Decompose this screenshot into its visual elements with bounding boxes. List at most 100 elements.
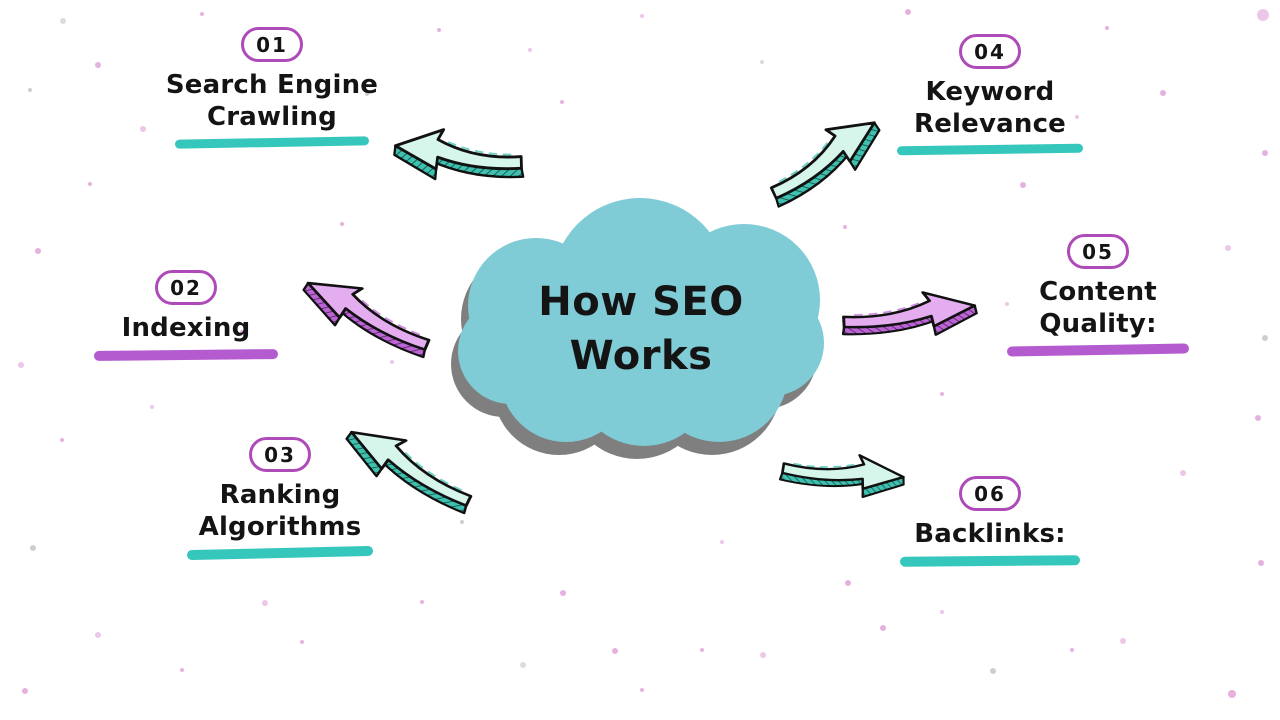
item-04-label-line: Relevance	[913, 108, 1067, 139]
decor-dot	[700, 648, 704, 652]
item-03-label-line: Ranking	[219, 480, 341, 510]
decor-dot	[940, 392, 944, 396]
decor-dot	[1225, 245, 1231, 251]
decor-dot	[1075, 115, 1079, 119]
decor-dot	[1228, 690, 1236, 698]
item-05: 05 Content Quality:	[984, 234, 1212, 358]
cloud-lobe	[650, 304, 788, 442]
decor-dot	[1262, 150, 1268, 156]
decor-dot	[1020, 182, 1026, 188]
item-05-underline	[1006, 343, 1190, 358]
decor-dot	[460, 520, 464, 524]
title-line-1: How SEO	[538, 279, 744, 325]
decor-dot	[22, 688, 28, 694]
decor-dot	[1160, 90, 1166, 96]
decor-dot	[200, 12, 204, 16]
curved-arrow-icon-item-06	[771, 405, 925, 524]
decor-dot	[150, 405, 154, 409]
decor-dot	[1070, 648, 1074, 652]
central-cloud: How SEO Works	[458, 198, 824, 446]
item-04: 04 Keyword Relevance	[878, 34, 1102, 156]
decor-dot	[1005, 302, 1009, 306]
item-01-number-badge: 01	[241, 27, 303, 62]
decor-dot	[300, 640, 304, 644]
decor-dot	[1262, 335, 1268, 341]
item-01-label: Search Engine Crawling	[166, 70, 378, 133]
item-02-number-badge: 02	[155, 270, 217, 305]
decor-dot	[1257, 9, 1269, 21]
decor-dot	[843, 225, 847, 229]
item-03-label: Ranking Algorithms	[199, 480, 362, 543]
item-03: 03 Ranking Algorithms	[166, 437, 394, 561]
decor-dot	[760, 60, 764, 64]
decor-dot	[140, 126, 146, 132]
decor-dot	[905, 9, 911, 15]
decor-dot	[340, 222, 344, 226]
decor-dot	[560, 590, 566, 596]
item-06-label: Backlinks:	[914, 519, 1066, 551]
item-05-label-line: Quality:	[1039, 308, 1157, 339]
decor-dot	[365, 92, 369, 96]
item-02-label: Indexing	[122, 313, 251, 345]
decor-dot	[30, 545, 36, 551]
curved-arrow-icon-item-05	[833, 254, 991, 356]
title-line-2: Works	[569, 333, 713, 379]
item-06-label-line: Backlinks:	[914, 519, 1066, 549]
decor-dot	[612, 648, 618, 654]
decor-dot	[760, 652, 766, 658]
decor-dot	[1105, 26, 1109, 30]
decor-dot	[1120, 638, 1126, 644]
decor-dot	[560, 100, 564, 104]
curved-arrow-icon-item-01	[377, 84, 533, 205]
decor-dot	[180, 668, 184, 672]
decor-dot	[1258, 560, 1264, 566]
item-01-label-line: Crawling	[206, 101, 337, 132]
decor-dot	[390, 360, 394, 364]
decor-dot	[640, 14, 644, 18]
item-04-number-badge: 04	[959, 34, 1021, 69]
item-01-label-line: Search Engine	[165, 70, 379, 100]
item-02-underline	[93, 348, 279, 361]
item-01-underline	[174, 136, 370, 150]
item-04-number: 04	[974, 39, 1006, 64]
item-02: 02 Indexing	[74, 270, 298, 361]
curved-arrow-icon-item-04	[745, 83, 901, 212]
decor-dot	[240, 330, 244, 334]
item-05-label-line: Content	[1039, 277, 1157, 307]
item-02-number: 02	[170, 275, 202, 300]
item-01: 01 Search Engine Crawling	[160, 27, 384, 150]
decor-dot	[720, 540, 724, 544]
item-06: 06 Backlinks:	[878, 476, 1102, 567]
decor-dot	[1180, 470, 1186, 476]
decor-dot	[88, 182, 92, 186]
decor-dot	[35, 248, 41, 254]
decor-dot	[437, 28, 441, 32]
decor-dot	[18, 362, 24, 368]
decor-dot	[420, 600, 424, 604]
item-04-underline	[896, 144, 1084, 156]
curved-arrow-icon-item-02	[286, 247, 450, 361]
item-05-number: 05	[1082, 239, 1114, 264]
item-03-underline	[186, 546, 374, 561]
item-04-label: Keyword Relevance	[914, 77, 1066, 140]
decor-dot	[262, 600, 268, 606]
item-05-label: Content Quality:	[1039, 277, 1157, 340]
item-03-number: 03	[264, 442, 296, 467]
decor-dot	[845, 580, 851, 586]
decor-dot	[1255, 415, 1261, 421]
item-04-label-line: Keyword	[925, 77, 1055, 107]
decor-dot	[95, 632, 101, 638]
item-06-number-badge: 06	[959, 476, 1021, 511]
decor-dot	[28, 88, 32, 92]
decor-dot	[940, 610, 944, 614]
decor-dot	[880, 625, 886, 631]
decor-dot	[60, 18, 66, 24]
item-03-number-badge: 03	[249, 437, 311, 472]
item-06-number: 06	[974, 481, 1006, 506]
decor-dot	[520, 662, 526, 668]
decor-dot	[95, 62, 101, 68]
curved-arrow-icon-item-03	[326, 396, 495, 518]
item-05-number-badge: 05	[1067, 234, 1129, 269]
item-03-label-line: Algorithms	[198, 511, 362, 542]
